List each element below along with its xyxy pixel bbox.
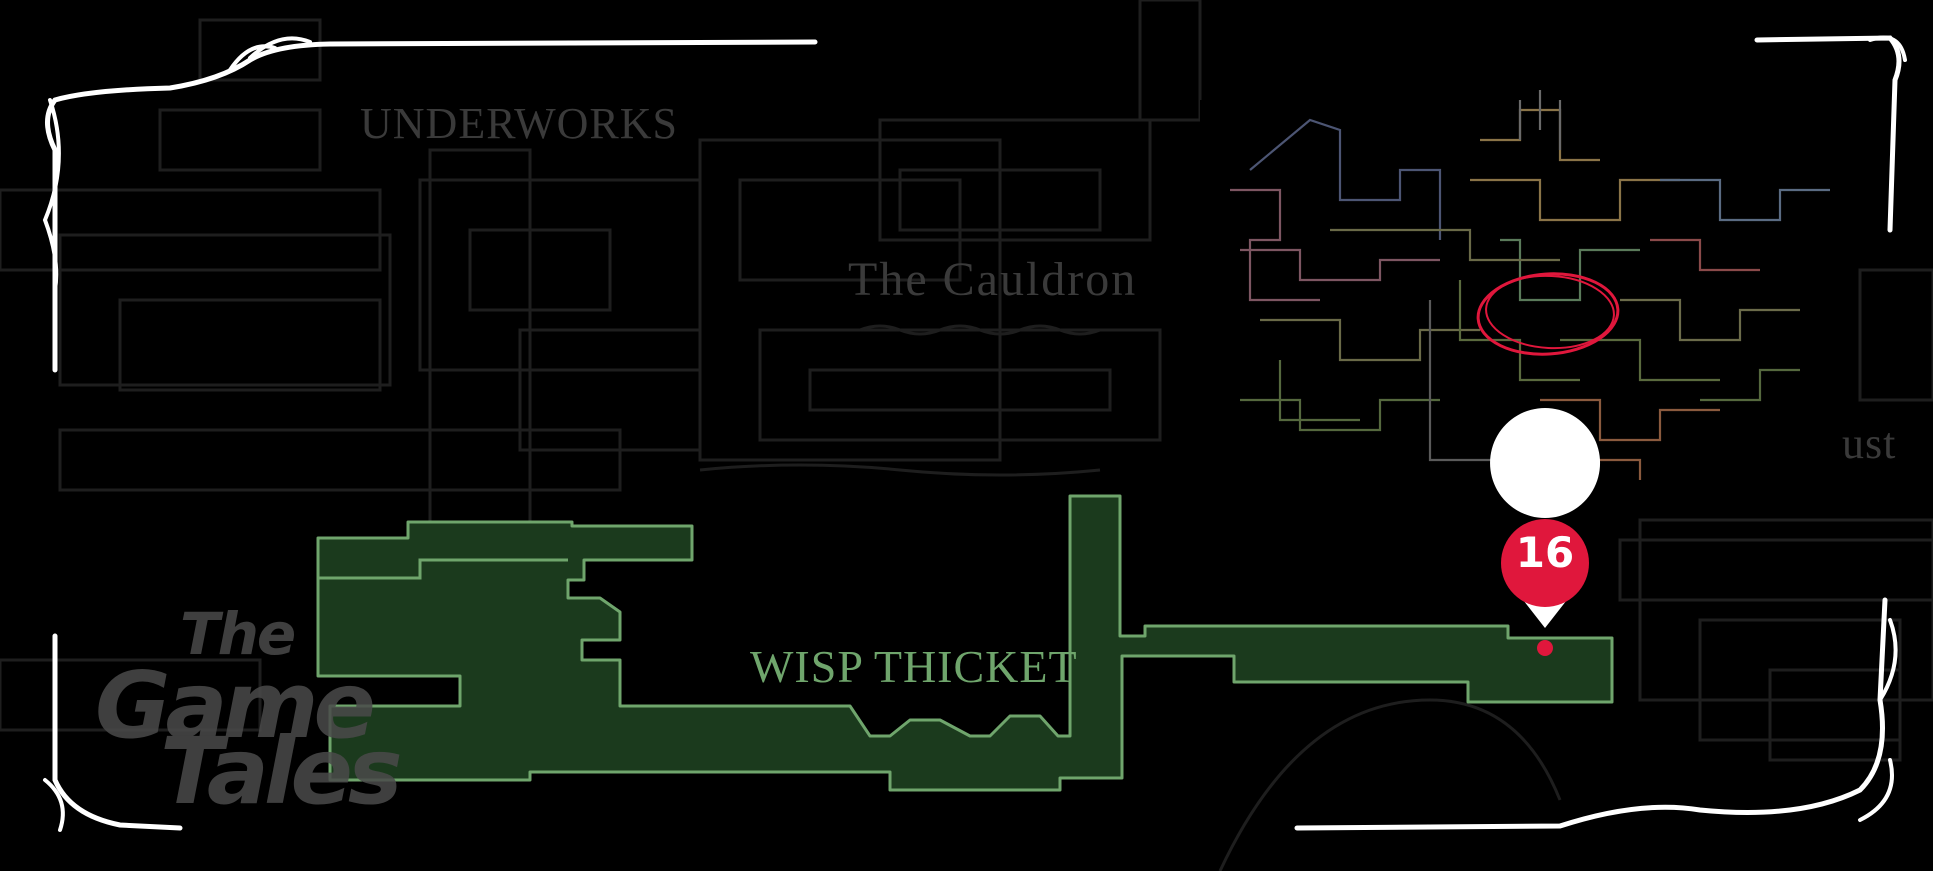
minimap-highlight-ring xyxy=(1476,272,1620,356)
watermark-line-3: Tales xyxy=(160,718,403,825)
wisp-thicket-upper-ledge xyxy=(316,538,568,580)
watermark-line-2: Game xyxy=(95,652,376,759)
decorative-frame xyxy=(42,35,1907,832)
watermark-line-1: The xyxy=(180,600,296,668)
wisp-thicket-area xyxy=(316,494,1614,792)
map-marker-pin xyxy=(1490,407,1601,656)
region-label-cauldron: The Cauldron xyxy=(848,253,1138,306)
region-label-partial: ust xyxy=(1842,419,1897,468)
region-label-underworks: UNDERWORKS xyxy=(360,99,679,148)
marker-number: 16 xyxy=(1515,528,1575,577)
location-marker: 16 xyxy=(1480,498,1610,658)
site-watermark-logo: The Game Tales xyxy=(95,600,475,825)
region-label-wisp-thicket: WISP THICKET xyxy=(750,641,1078,692)
